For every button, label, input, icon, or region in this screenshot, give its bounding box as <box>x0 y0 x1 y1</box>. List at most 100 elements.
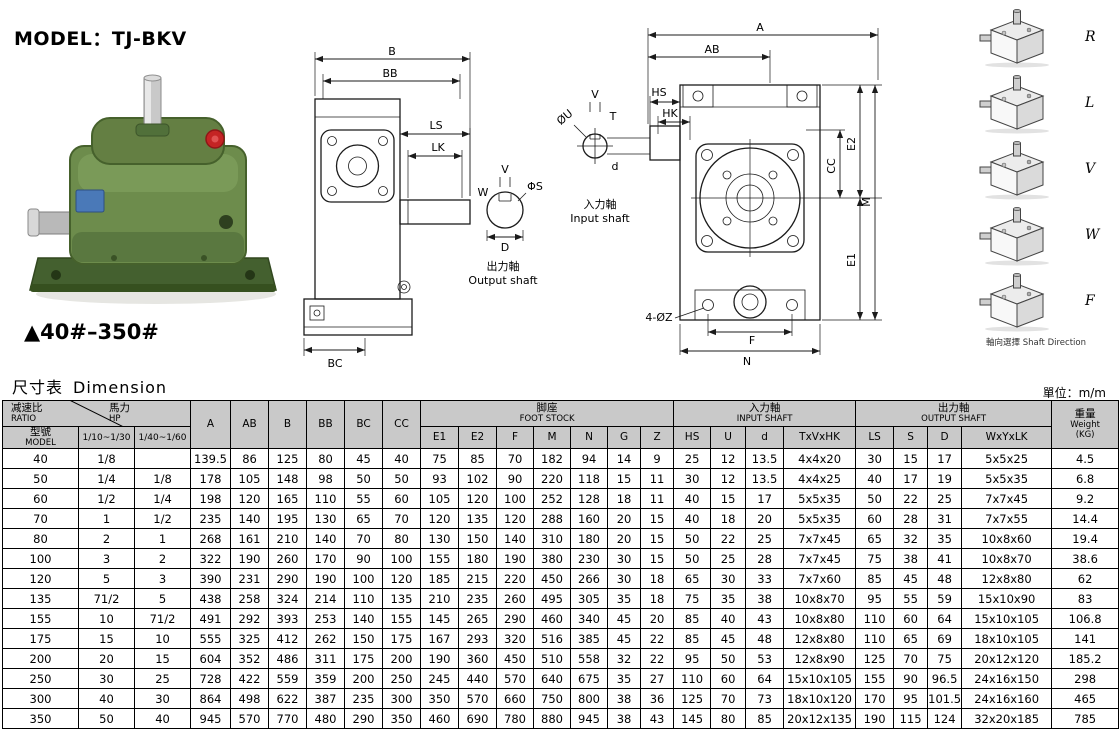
table-cell: 15x10x90 <box>961 588 1053 610</box>
table-cell: 139.5 <box>190 448 232 470</box>
table-cell: 70 <box>496 448 535 470</box>
table-cell: 35 <box>927 528 963 550</box>
table-cell: 22 <box>893 488 929 510</box>
dim-label-f: F <box>749 334 755 347</box>
table-cell: 85 <box>745 708 785 730</box>
col-header-e2: E2 <box>458 425 498 450</box>
table-cell: 20x12x120 <box>961 648 1053 670</box>
table-cell: 440 <box>458 668 498 690</box>
table-cell: 75 <box>927 648 963 670</box>
table-cell: 290 <box>268 568 308 590</box>
table-cell: 50 <box>710 648 747 670</box>
table-cell: 178 <box>190 468 232 490</box>
table-cell: 7x7x60 <box>783 568 857 590</box>
table-cell: 65 <box>855 528 895 550</box>
dimension-heading-en: Dimension <box>73 378 168 397</box>
table-cell: 69 <box>927 628 963 650</box>
table-cell: 14 <box>607 448 642 470</box>
table-cell: 675 <box>570 668 609 690</box>
table-cell: 491 <box>190 608 232 630</box>
table-cell: 14.4 <box>1051 508 1120 530</box>
table-cell: 96.5 <box>927 668 963 690</box>
table-cell: 350 <box>382 708 422 730</box>
gearbox-orientation-icon <box>979 9 1049 68</box>
dim-label-ab: AB <box>704 43 719 56</box>
shaft-direction-label: F <box>1085 293 1095 309</box>
dim-label-d-output: D <box>501 241 509 254</box>
table-cell: 380 <box>533 548 572 570</box>
table-cell: 17 <box>745 488 785 510</box>
table-cell: 465 <box>1051 688 1120 710</box>
table-cell: 13.5 <box>745 468 785 490</box>
table-cell: 350 <box>2 708 79 730</box>
table-cell: 200 <box>344 668 384 690</box>
table-cell: 300 <box>382 688 422 710</box>
table-cell: 800 <box>570 688 609 710</box>
dim-label-v-input: V <box>591 88 599 101</box>
table-cell: 86 <box>230 448 270 470</box>
table-cell: 250 <box>2 668 79 690</box>
shaft-direction-label: R <box>1085 29 1096 45</box>
table-cell: 1/8 <box>133 468 192 490</box>
table-cell: 70 <box>382 508 422 530</box>
table-cell: 48 <box>927 568 963 590</box>
table-cell: 62 <box>1051 568 1120 590</box>
output-shaft-label-cn: 出力軸 <box>487 259 520 273</box>
dim-label-bc: BC <box>327 357 342 370</box>
table-cell: 185.2 <box>1051 648 1120 670</box>
table-cell: 100 <box>344 568 384 590</box>
gearbox-orientation-icon <box>979 141 1049 200</box>
col-header-hp1: 1/10~1/30 <box>78 425 135 450</box>
table-cell: 38 <box>607 708 642 730</box>
table-cell: 18 <box>640 588 675 610</box>
table-cell: 360 <box>458 648 498 670</box>
dim-label-cc: CC <box>825 158 838 174</box>
table-cell: 235 <box>458 588 498 610</box>
table-cell: 45 <box>607 628 642 650</box>
table-cell: 90 <box>893 668 929 690</box>
table-cell: 75 <box>855 548 895 570</box>
table-cell: 7x7x45 <box>783 548 857 570</box>
table-cell: 260 <box>268 548 308 570</box>
table-cell: 75 <box>673 588 712 610</box>
dim-label-e2: E2 <box>845 137 858 151</box>
table-cell: 12x8x80 <box>783 628 857 650</box>
table-cell: 60 <box>855 508 895 530</box>
table-cell: 210 <box>420 588 460 610</box>
table-cell: 30 <box>710 568 747 590</box>
table-cell: 325 <box>230 628 270 650</box>
table-cell: 728 <box>190 668 232 690</box>
col-header-f: F <box>496 425 535 450</box>
shaft-direction-option-v: V <box>961 136 1111 202</box>
table-cell: 64 <box>927 608 963 630</box>
table-cell: 570 <box>230 708 270 730</box>
table-cell: 5x5x25 <box>961 448 1053 470</box>
table-cell: 1/4 <box>78 468 135 490</box>
table-cell: 570 <box>496 668 535 690</box>
table-cell: 105 <box>230 468 270 490</box>
table-cell: 130 <box>306 508 346 530</box>
table-cell: 880 <box>533 708 572 730</box>
table-cell: 1/2 <box>133 508 192 530</box>
dim-label-e1: E1 <box>845 253 858 267</box>
table-cell: 250 <box>382 668 422 690</box>
table-cell: 25 <box>745 528 785 550</box>
table-cell: 30 <box>607 548 642 570</box>
col-header-bc: BC <box>344 399 384 450</box>
table-cell: 359 <box>306 668 346 690</box>
table-cell: 260 <box>496 588 535 610</box>
table-cell: 70 <box>2 508 79 530</box>
table-cell: 135 <box>382 588 422 610</box>
col-header-z: Z <box>640 425 675 450</box>
table-cell: 293 <box>458 628 498 650</box>
table-cell: 38.6 <box>1051 548 1120 570</box>
table-cell: 41 <box>927 548 963 570</box>
table-cell: 460 <box>420 708 460 730</box>
table-cell: 55 <box>344 488 384 510</box>
dim-label-z: 4-ØZ <box>645 311 673 324</box>
